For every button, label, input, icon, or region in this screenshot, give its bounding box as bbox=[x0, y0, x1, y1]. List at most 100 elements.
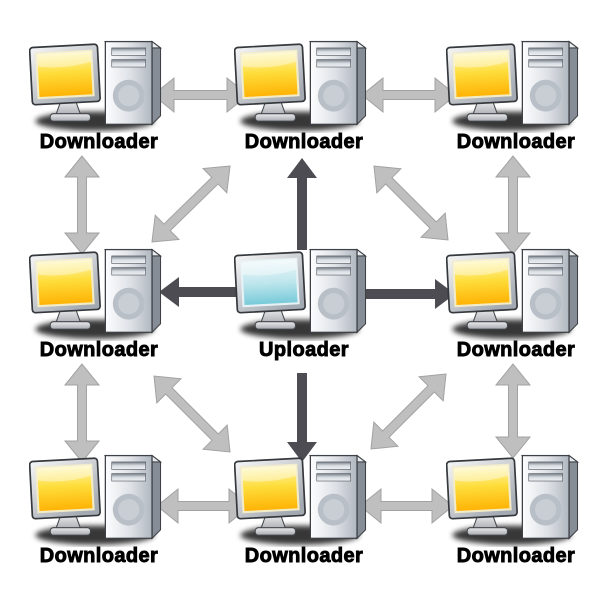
monitor-screen bbox=[452, 49, 512, 100]
arrow-uploader-to-middle-right-single bbox=[360, 279, 455, 309]
drive-bay bbox=[111, 47, 146, 56]
monitor bbox=[446, 251, 518, 314]
screen-glare bbox=[453, 464, 509, 482]
screen-glare bbox=[36, 464, 92, 482]
drive-bay bbox=[316, 461, 351, 470]
node-downloader-bottom-middle: Downloader bbox=[219, 449, 389, 567]
arrow-middle-left--bottom-middle-double bbox=[153, 375, 231, 453]
drive-bay bbox=[316, 59, 351, 68]
monitor-screen bbox=[240, 49, 300, 100]
monitor bbox=[446, 457, 518, 520]
drive-bay bbox=[528, 47, 563, 56]
tower bbox=[308, 248, 368, 334]
arrow-middle-right--bottom-right-double bbox=[494, 363, 532, 459]
monitor bbox=[29, 251, 101, 314]
node-downloader-top-left: Downloader bbox=[14, 35, 184, 153]
monitor-screen bbox=[35, 463, 95, 514]
drive-bay bbox=[528, 461, 563, 470]
node-downloader-middle-right: Downloader bbox=[431, 243, 601, 361]
tower bbox=[103, 40, 163, 126]
monitor-screen bbox=[452, 463, 512, 514]
tower bbox=[103, 248, 163, 334]
node-label: Downloader bbox=[39, 131, 159, 154]
drive-bay bbox=[111, 59, 146, 68]
screen-glare bbox=[241, 50, 297, 68]
drive-bay bbox=[316, 267, 351, 276]
tower bbox=[520, 248, 580, 334]
monitor-stand bbox=[466, 100, 509, 122]
drive-bay bbox=[528, 473, 563, 482]
downloader-computer-icon bbox=[234, 454, 368, 545]
node-label: Uploader bbox=[259, 339, 349, 362]
monitor-stand bbox=[254, 514, 297, 536]
arrow-middle-left--bottom-left-double bbox=[63, 363, 101, 463]
arrow-uploader-to-top-middle-single bbox=[287, 158, 317, 250]
node-downloader-top-middle: Downloader bbox=[219, 35, 389, 153]
drive-bay bbox=[316, 47, 351, 56]
node-downloader-middle-left: Downloader bbox=[14, 243, 184, 361]
drive-bay bbox=[316, 473, 351, 482]
monitor bbox=[29, 457, 101, 520]
arrow-top-left--middle-left-double bbox=[63, 155, 101, 255]
monitor-stand bbox=[466, 308, 509, 330]
drive-bay bbox=[111, 255, 146, 264]
monitor-screen bbox=[240, 257, 300, 308]
drive-bay bbox=[528, 267, 563, 276]
node-label: Downloader bbox=[456, 339, 576, 362]
arrow-uploader-to-bottom-middle-single bbox=[287, 373, 317, 462]
node-downloader-bottom-left: Downloader bbox=[14, 449, 184, 567]
screen-glare bbox=[241, 464, 297, 482]
drive-bay bbox=[316, 255, 351, 264]
arrow-top-middle--middle-left-double bbox=[151, 165, 231, 243]
node-label: Downloader bbox=[244, 545, 364, 568]
monitor-stand bbox=[254, 100, 297, 122]
node-label: Downloader bbox=[456, 131, 576, 154]
monitor bbox=[446, 43, 518, 106]
screen-glare bbox=[36, 50, 92, 68]
monitor bbox=[234, 43, 306, 106]
tower bbox=[103, 454, 163, 540]
node-label: Downloader bbox=[244, 131, 364, 154]
arrow-uploader-to-middle-left-single bbox=[159, 277, 247, 307]
monitor-screen bbox=[452, 257, 512, 308]
downloader-computer-icon bbox=[29, 40, 163, 131]
monitor bbox=[29, 43, 101, 106]
tower bbox=[520, 454, 580, 540]
screen-glare bbox=[36, 258, 92, 276]
downloader-computer-icon bbox=[234, 40, 368, 131]
arrow-top-middle--middle-right-double bbox=[373, 165, 449, 241]
tower bbox=[308, 454, 368, 540]
drive-bay bbox=[528, 255, 563, 264]
arrow-middle-right--bottom-middle-double bbox=[370, 373, 447, 450]
node-label: Downloader bbox=[39, 545, 159, 568]
screen-glare bbox=[453, 258, 509, 276]
screen-glare bbox=[241, 258, 297, 276]
node-downloader-top-right: Downloader bbox=[431, 35, 601, 153]
node-downloader-bottom-right: Downloader bbox=[431, 449, 601, 567]
monitor-screen bbox=[35, 49, 95, 100]
uploader-computer-icon bbox=[234, 248, 368, 339]
downloader-computer-icon bbox=[446, 40, 580, 131]
downloader-computer-icon bbox=[29, 248, 163, 339]
drive-bay bbox=[111, 267, 146, 276]
drive-bay bbox=[111, 473, 146, 482]
node-uploader-center: Uploader bbox=[219, 243, 389, 361]
monitor-stand bbox=[466, 514, 509, 536]
drive-bay bbox=[528, 59, 563, 68]
downloader-computer-icon bbox=[446, 454, 580, 545]
tower bbox=[308, 40, 368, 126]
arrow-top-right--middle-right-double bbox=[494, 155, 532, 255]
node-label: Downloader bbox=[39, 339, 159, 362]
node-label: Downloader bbox=[456, 545, 576, 568]
monitor bbox=[234, 251, 306, 314]
downloader-computer-icon bbox=[446, 248, 580, 339]
screen-glare bbox=[453, 50, 509, 68]
tower bbox=[520, 40, 580, 126]
drive-bay bbox=[111, 461, 146, 470]
monitor-screen bbox=[240, 463, 300, 514]
downloader-computer-icon bbox=[29, 454, 163, 545]
monitor-stand bbox=[49, 100, 92, 122]
monitor bbox=[234, 457, 306, 520]
